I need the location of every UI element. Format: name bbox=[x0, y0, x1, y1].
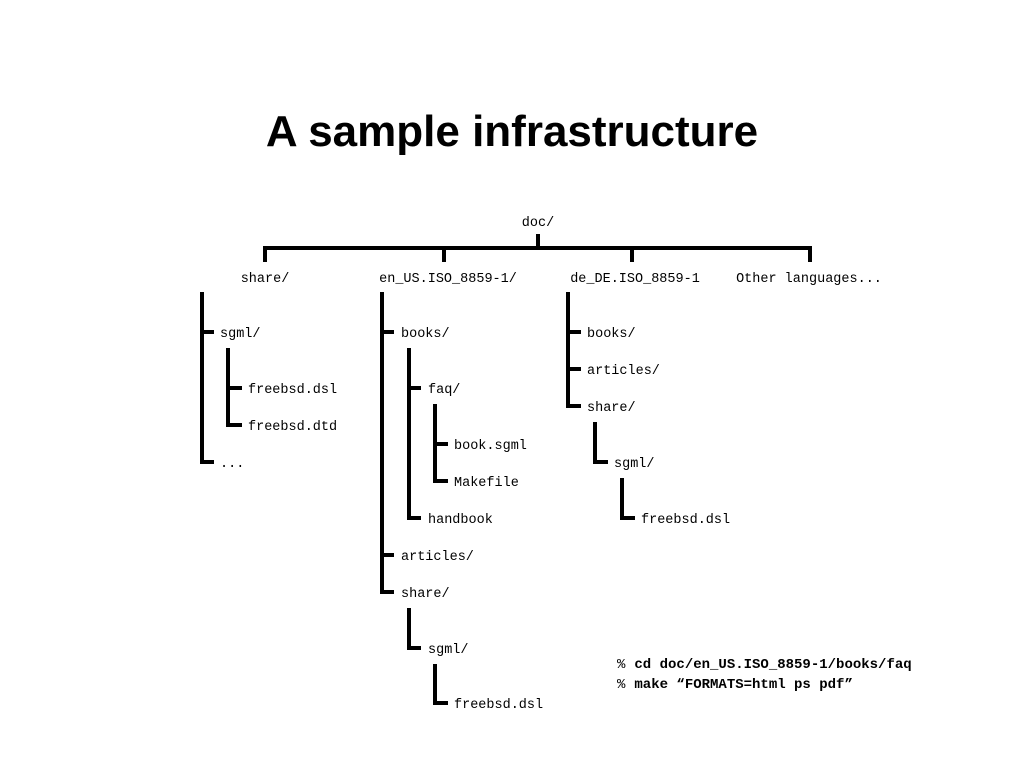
node-other-languages: Other languages... bbox=[736, 272, 882, 287]
tree-connectors bbox=[200, 234, 812, 705]
node-de-articles: articles/ bbox=[587, 364, 660, 379]
command-line-1: % cd doc/en_US.ISO_8859-1/books/faq bbox=[617, 655, 912, 675]
command-text: make “FORMATS=html ps pdf” bbox=[634, 677, 853, 693]
node-de-share: share/ bbox=[587, 401, 636, 416]
node-en-us: en_US.ISO_8859-1/ bbox=[379, 272, 517, 287]
node-de-sgml: sgml/ bbox=[614, 457, 655, 472]
node-doc: doc/ bbox=[522, 216, 554, 231]
node-en-share: share/ bbox=[401, 587, 450, 602]
node-de-books: books/ bbox=[587, 327, 636, 342]
node-share-more: ... bbox=[220, 457, 244, 472]
node-share-freebsd-dtd: freebsd.dtd bbox=[248, 420, 337, 435]
node-de-de: de_DE.ISO_8859-1 bbox=[570, 272, 700, 287]
node-share-freebsd-dsl: freebsd.dsl bbox=[248, 383, 337, 398]
shell-prompt: % bbox=[617, 677, 626, 693]
node-share-sgml: sgml/ bbox=[220, 327, 261, 342]
node-en-book-sgml: book.sgml bbox=[454, 439, 527, 454]
node-en-faq: faq/ bbox=[428, 383, 460, 398]
node-en-makefile: Makefile bbox=[454, 476, 519, 491]
node-de-freebsd-dsl: freebsd.dsl bbox=[641, 513, 730, 528]
node-en-freebsd-dsl: freebsd.dsl bbox=[454, 698, 543, 713]
command-line-2: % make “FORMATS=html ps pdf” bbox=[617, 675, 912, 695]
shell-prompt: % bbox=[617, 657, 626, 673]
command-text: cd doc/en_US.ISO_8859-1/books/faq bbox=[634, 657, 912, 673]
slide-title: A sample infrastructure bbox=[265, 107, 759, 156]
node-en-handbook: handbook bbox=[428, 513, 493, 528]
node-en-sgml: sgml/ bbox=[428, 643, 469, 658]
node-en-books: books/ bbox=[401, 327, 450, 342]
tree-labels: doc/ share/ en_US.ISO_8859-1/ de_DE.ISO_… bbox=[220, 216, 882, 713]
shell-commands: % cd doc/en_US.ISO_8859-1/books/faq % make… bbox=[617, 655, 912, 695]
node-en-articles: articles/ bbox=[401, 550, 474, 565]
node-share: share/ bbox=[241, 272, 290, 287]
